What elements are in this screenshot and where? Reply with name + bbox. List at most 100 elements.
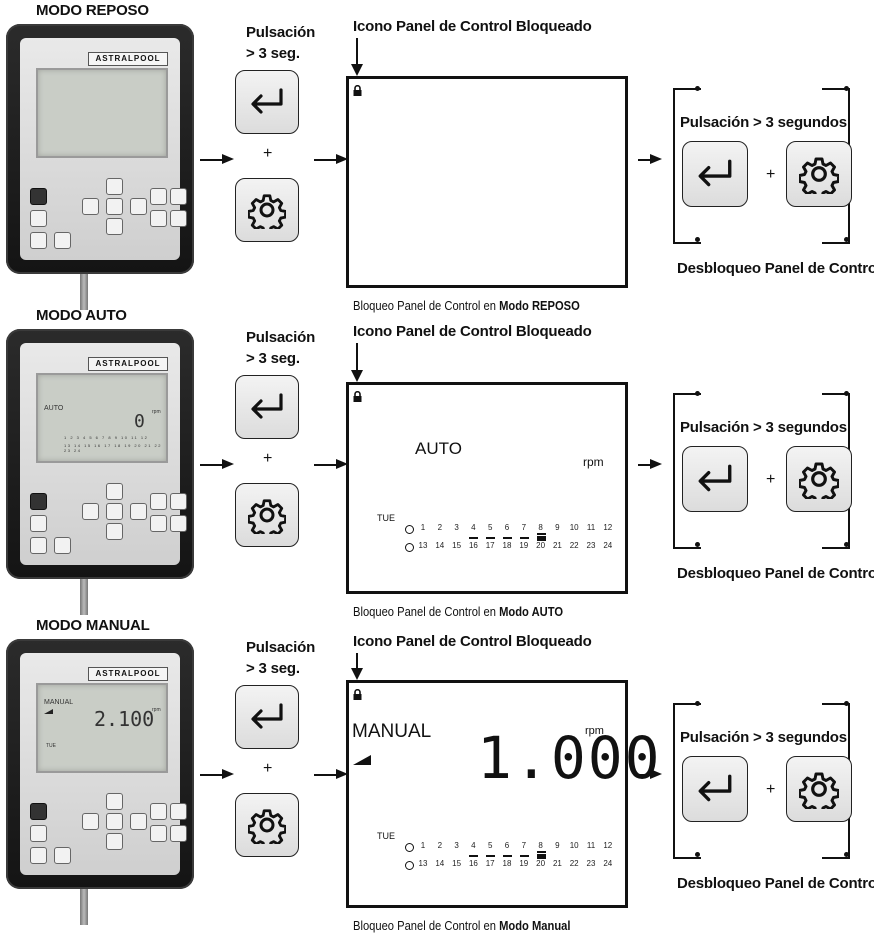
enter-icon <box>248 392 286 422</box>
screen-mode-label: MANUAL <box>352 721 431 743</box>
screen-mode-label: AUTO <box>415 439 462 459</box>
gear-icon <box>248 806 286 844</box>
device-lcd-unit: rpm <box>152 409 161 415</box>
lcd-screen: MANUAL1.000rpmTUE12345678910111213141516… <box>346 680 628 908</box>
hour-label: 18 <box>499 859 515 868</box>
unlock-settings-button[interactable] <box>786 446 852 512</box>
schedule-mark <box>486 537 495 539</box>
unlock-enter-button[interactable] <box>682 756 748 822</box>
device-cable <box>80 579 88 615</box>
bracket-dot <box>695 237 700 242</box>
schedule-mark <box>537 854 546 856</box>
unlock-settings-button[interactable] <box>786 756 852 822</box>
settings-button[interactable] <box>235 793 299 857</box>
plus-sign: + <box>263 760 272 778</box>
hour-label: 23 <box>583 541 599 550</box>
hour-label: 2 <box>432 841 448 850</box>
plus-sign: + <box>263 450 272 468</box>
lock-icon <box>353 391 362 402</box>
device-key <box>30 803 47 820</box>
enter-icon <box>695 773 735 805</box>
screen-day: TUE <box>377 831 395 841</box>
bracket-dot <box>844 391 849 396</box>
bracket-dot <box>695 542 700 547</box>
hour-label: 10 <box>566 841 582 850</box>
device-key <box>30 210 47 227</box>
gear-icon <box>799 459 839 499</box>
device-key <box>106 198 123 215</box>
device-key <box>30 847 47 864</box>
unlock-enter-button[interactable] <box>682 446 748 512</box>
device-brand-logo: ASTRALPOOL <box>88 357 168 371</box>
device-lcd-value: 0 <box>134 411 145 432</box>
device-key <box>130 198 147 215</box>
mode-title: MODO AUTO <box>36 307 127 324</box>
plus-sign: + <box>766 166 775 184</box>
hour-label: 10 <box>566 523 582 532</box>
device-key <box>82 813 99 830</box>
enter-button[interactable] <box>235 375 299 439</box>
control-panel-device: ASTRALPOOL MANUAL2.100rpmTUE <box>6 639 194 889</box>
hour-label: 8 <box>533 841 549 850</box>
device-key <box>30 493 47 510</box>
device-key <box>82 503 99 520</box>
mode-title: MODO REPOSO <box>36 2 149 19</box>
hour-label: 8 <box>533 523 549 532</box>
hour-label: 19 <box>516 541 532 550</box>
device-key <box>54 847 71 864</box>
bracket-dot <box>844 542 849 547</box>
hour-label: 4 <box>465 523 481 532</box>
bracket-dot <box>844 852 849 857</box>
device-key <box>30 825 47 842</box>
hour-label: 15 <box>449 859 465 868</box>
unlock-press-label: Pulsación > 3 segundos <box>680 419 847 436</box>
enter-button[interactable] <box>235 70 299 134</box>
device-key <box>54 232 71 249</box>
press-label-line1: Pulsación <box>246 329 315 346</box>
hour-label: 22 <box>566 541 582 550</box>
lock-caption-mode: Modo Manual <box>499 918 570 933</box>
flow-arrow <box>314 464 338 466</box>
device-brand-logo: ASTRALPOOL <box>88 667 168 681</box>
unlock-enter-button[interactable] <box>682 141 748 207</box>
screen-unit: rpm <box>585 725 604 737</box>
press-label-line2: > 3 seg. <box>246 45 300 62</box>
device-lcd-unit: rpm <box>152 707 161 713</box>
arrow-down-icon <box>351 64 363 76</box>
bracket-dot <box>695 86 700 91</box>
hour-label: 4 <box>465 841 481 850</box>
press-label-line1: Pulsación <box>246 639 315 656</box>
hour-label: 11 <box>583 523 599 532</box>
hour-label: 13 <box>415 541 431 550</box>
mode-title: MODO MANUAL <box>36 617 150 634</box>
hour-label: 20 <box>533 541 549 550</box>
schedule-mark <box>537 851 546 853</box>
settings-button[interactable] <box>235 178 299 242</box>
unlock-caption: Desbloqueo Panel de Control <box>677 260 874 277</box>
device-key <box>170 825 187 842</box>
lock-icon-label: Icono Panel de Control Bloqueado <box>353 323 592 340</box>
hour-label: 19 <box>516 859 532 868</box>
device-lcd-value: 2.100 <box>94 707 154 731</box>
schedule-mark <box>469 855 478 857</box>
hour-label: 18 <box>499 541 515 550</box>
hour-label: 13 <box>415 859 431 868</box>
hour-label: 11 <box>583 841 599 850</box>
lock-icon-label: Icono Panel de Control Bloqueado <box>353 18 592 35</box>
hour-label: 14 <box>432 859 448 868</box>
hour-label: 2 <box>432 523 448 532</box>
device-key <box>30 515 47 532</box>
schedule-mark <box>537 539 546 541</box>
plus-sign: + <box>766 471 775 489</box>
device-key <box>170 188 187 205</box>
device-key <box>150 803 167 820</box>
device-key <box>150 825 167 842</box>
device-brand-logo: ASTRALPOOL <box>88 52 168 66</box>
settings-button[interactable] <box>235 483 299 547</box>
schedule-mark <box>503 855 512 857</box>
unlock-settings-button[interactable] <box>786 141 852 207</box>
press-label-line2: > 3 seg. <box>246 660 300 677</box>
enter-button[interactable] <box>235 685 299 749</box>
